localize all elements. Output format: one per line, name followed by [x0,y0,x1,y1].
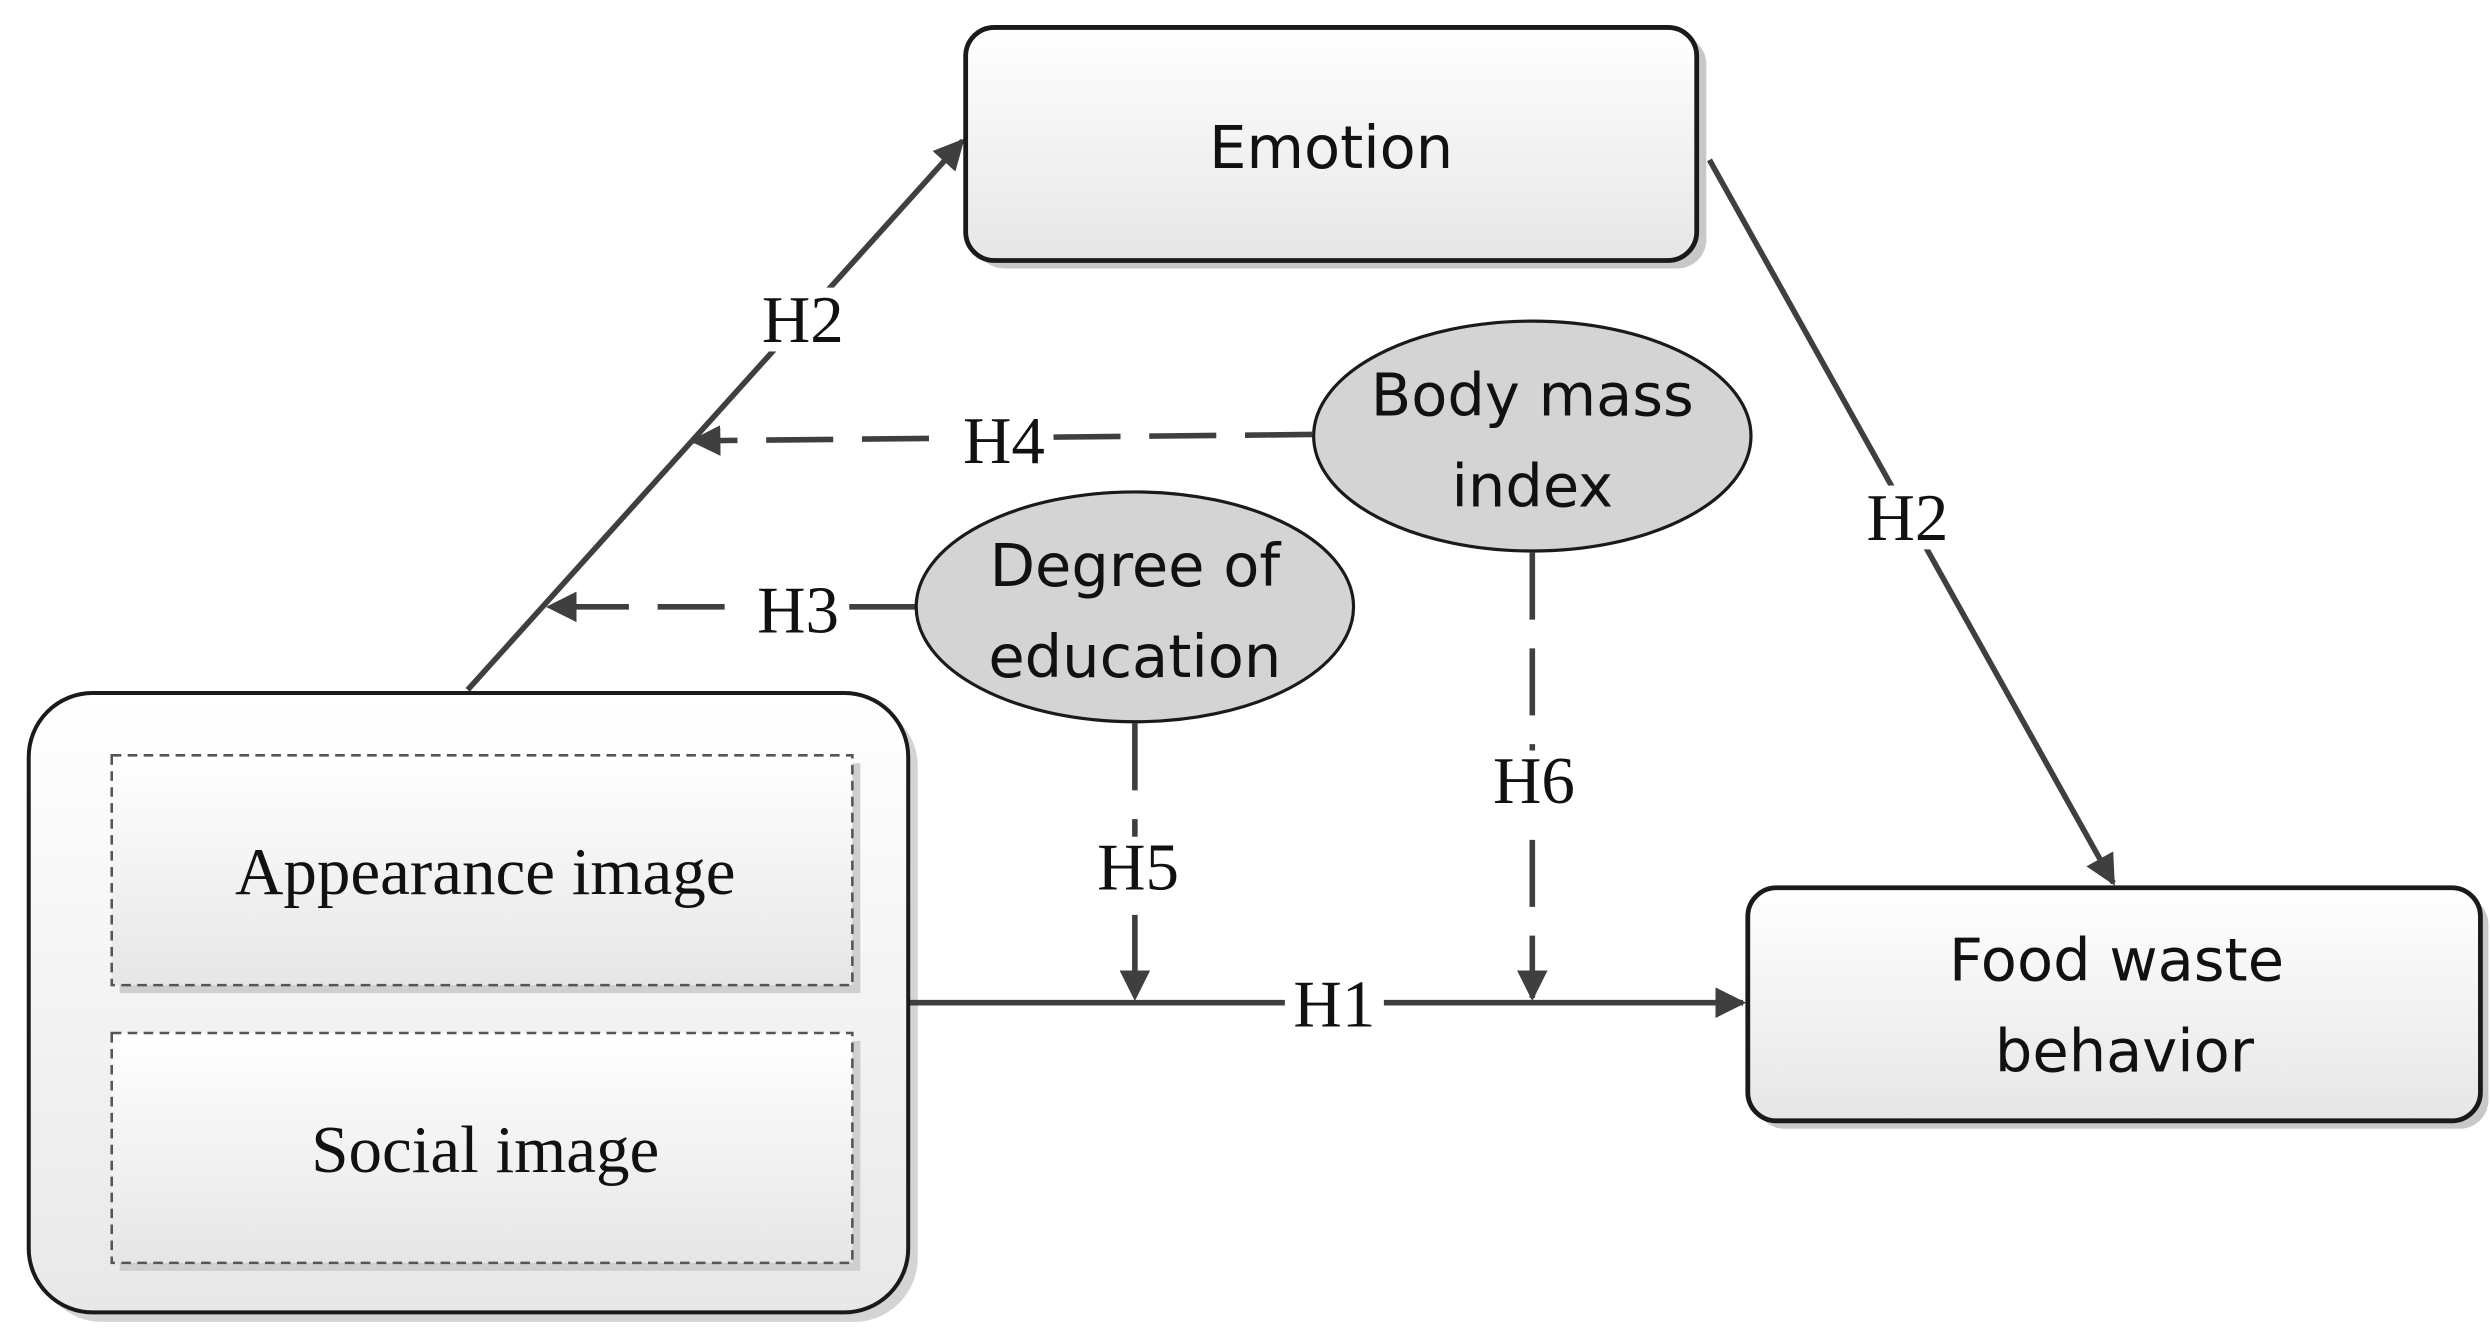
appearance-image-box [110,754,854,987]
h4-label-bg [954,408,1054,473]
social-image-label: Social image [311,1113,659,1187]
h5-label-bg [1088,836,1188,901]
h1-label-bg [1284,970,1384,1035]
h2-left-label: H2 [762,283,844,357]
food-waste-label-line2: behavior [1995,1016,2255,1085]
social-image-box [110,1031,854,1265]
appearance-image-label: Appearance image [235,835,735,909]
h2-right-label-bg [1857,485,1957,550]
education-label-line2: education [988,622,1281,691]
body-mass-index-ellipse [1312,319,1753,553]
h1-label: H1 [1293,968,1375,1042]
food-waste-label-line1: Food waste [1949,925,2284,994]
education-ellipse [914,490,1356,724]
h3-label-bg [750,578,850,642]
h6-label-bg [1484,750,1584,815]
food-waste-box [1745,885,2483,1124]
emotion-box [963,25,1700,263]
h4-label: H4 [963,404,1045,478]
emotion-label: Emotion [1209,113,1453,182]
h6-label: H6 [1493,744,1575,818]
h2-right-label: H2 [1866,481,1948,555]
body-mass-label-line2: index [1452,451,1614,520]
h3-label: H3 [757,573,839,647]
body-mass-label-line1: Body mass [1371,360,1694,429]
h5-label: H5 [1097,830,1179,904]
education-label-line1: Degree of [990,531,1282,600]
h2-left-label-bg [753,287,853,352]
